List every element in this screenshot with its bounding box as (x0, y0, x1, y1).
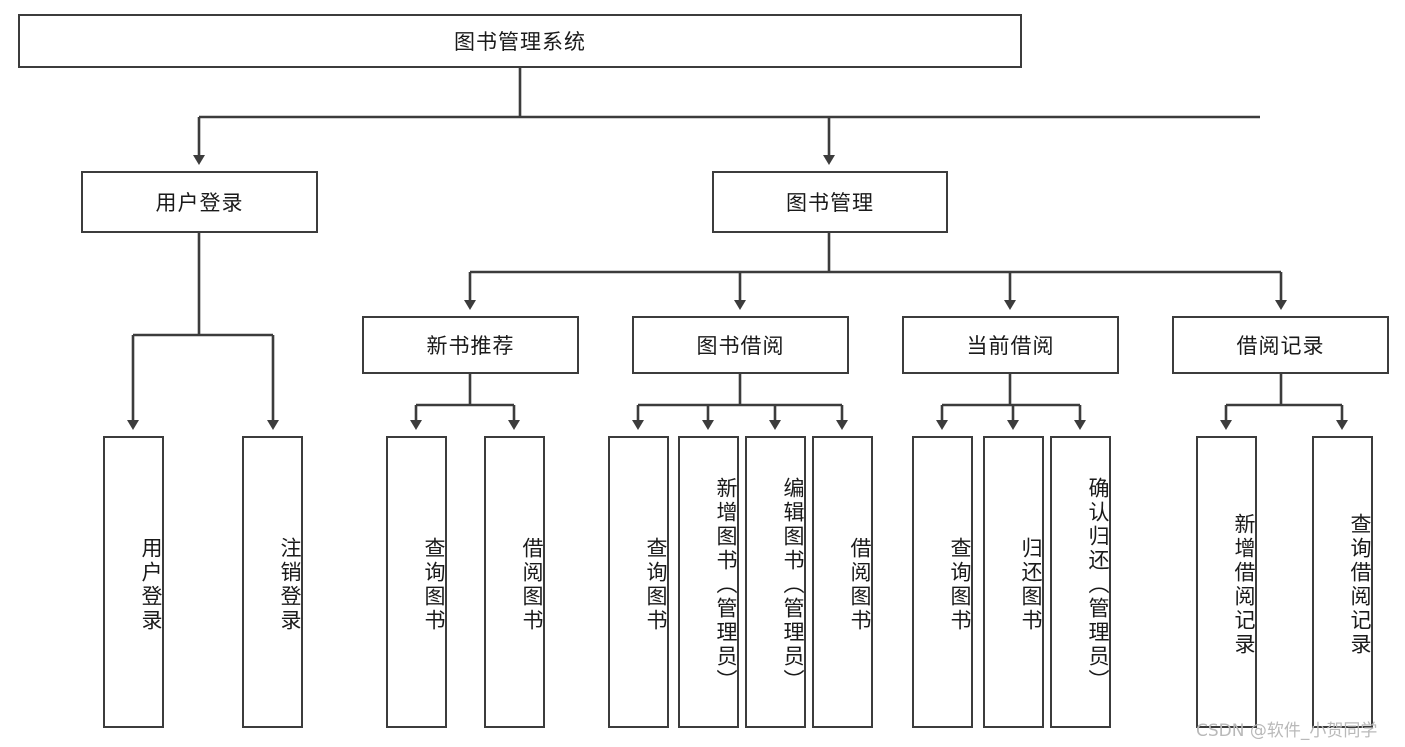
leaf-node[interactable]: 借阅图书 (812, 436, 873, 728)
leaf-node[interactable]: 查询图书 (608, 436, 669, 728)
leaf-node-label: 编辑图书（管理员） (781, 477, 805, 693)
node-borrow-record-label: 借阅记录 (1236, 334, 1325, 358)
leaf-node[interactable]: 查询借阅记录 (1312, 436, 1373, 728)
leaf-node[interactable]: 查询图书 (912, 436, 973, 728)
leaf-node[interactable]: 查询图书 (386, 436, 447, 728)
leaf-node[interactable]: 新增借阅记录 (1196, 436, 1257, 728)
node-current-borrow-label: 当前借阅 (966, 334, 1055, 358)
leaf-node-label: 借阅图书 (848, 537, 872, 633)
node-new-book-recommend[interactable]: 新书推荐 (362, 316, 579, 374)
leaf-node[interactable]: 确认归还（管理员） (1050, 436, 1111, 728)
leaf-node-label: 查询图书 (422, 537, 446, 633)
node-borrow-record[interactable]: 借阅记录 (1172, 316, 1389, 374)
node-current-borrow[interactable]: 当前借阅 (902, 316, 1119, 374)
node-user-login[interactable]: 用户登录 (81, 171, 318, 233)
node-book-borrow[interactable]: 图书借阅 (632, 316, 849, 374)
node-book-management-label: 图书管理 (786, 191, 874, 215)
node-root-label: 图书管理系统 (454, 30, 586, 54)
node-book-management[interactable]: 图书管理 (712, 171, 948, 233)
leaf-node-label: 借阅图书 (520, 537, 544, 633)
leaf-node[interactable]: 注销登录 (242, 436, 303, 728)
leaf-node-label: 注销登录 (278, 537, 302, 633)
leaf-node-label: 确认归还（管理员） (1086, 477, 1110, 693)
leaf-node-label: 新增借阅记录 (1232, 513, 1256, 657)
leaf-node-label: 归还图书 (1019, 537, 1043, 633)
leaf-node-label: 查询图书 (644, 537, 668, 633)
leaf-node[interactable]: 归还图书 (983, 436, 1044, 728)
leaf-node-label: 用户登录 (139, 537, 163, 633)
leaf-node-label: 新增图书（管理员） (714, 477, 738, 693)
leaf-node-label: 查询图书 (948, 537, 972, 633)
node-user-login-label: 用户登录 (155, 191, 244, 215)
node-root[interactable]: 图书管理系统 (18, 14, 1022, 68)
leaf-node[interactable]: 新增图书（管理员） (678, 436, 739, 728)
leaf-node[interactable]: 借阅图书 (484, 436, 545, 728)
leaf-node[interactable]: 用户登录 (103, 436, 164, 728)
leaf-node-label: 查询借阅记录 (1348, 513, 1372, 657)
node-new-book-recommend-label: 新书推荐 (426, 334, 515, 358)
node-book-borrow-label: 图书借阅 (696, 334, 785, 358)
watermark: CSDN @软件_小贺同学 (1196, 721, 1378, 741)
leaf-node[interactable]: 编辑图书（管理员） (745, 436, 806, 728)
